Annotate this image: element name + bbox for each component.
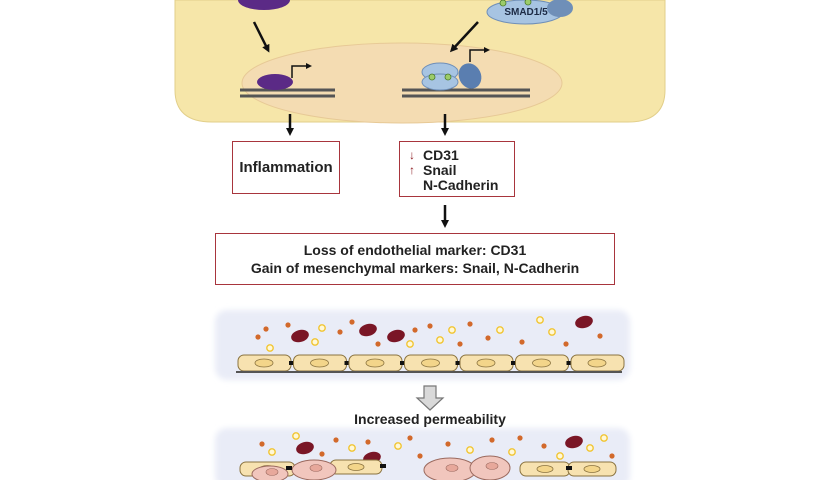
tight-junction: [566, 466, 572, 470]
up-arrow-icon: ↑: [409, 163, 415, 177]
cytokine-particle: [365, 439, 371, 445]
cell-nucleus: [485, 462, 499, 470]
plasma-protein-particle: [292, 432, 300, 440]
plasma-protein-particle: [556, 452, 564, 460]
red-blood-cell: [291, 329, 309, 343]
red-blood-cell: [565, 435, 583, 449]
cell-nucleus: [310, 358, 329, 368]
tight-junction: [380, 464, 386, 468]
cytokine-particle: [337, 329, 343, 335]
cytokine-particle: [319, 451, 325, 457]
smad-complex-icon: [486, 0, 573, 25]
plasma-protein-particle: [318, 324, 326, 332]
red-blood-cell: [387, 329, 405, 343]
marker-snail: Snail: [423, 162, 457, 178]
plasma-protein-particle: [436, 336, 444, 344]
cytokine-particle: [445, 441, 451, 447]
cytokine-particle: [417, 453, 423, 459]
cell-nucleus: [421, 358, 440, 368]
plasma-protein-particle: [508, 448, 516, 456]
cell-nucleus: [254, 358, 274, 368]
cell-nucleus: [532, 358, 551, 368]
tight-junction: [511, 361, 517, 365]
plasma-protein-particle: [311, 338, 319, 346]
cytokine-particle: [519, 339, 525, 345]
tight-junction: [400, 361, 406, 365]
plasma-protein-particle: [586, 444, 594, 452]
tight-junction: [566, 361, 573, 365]
cytokine-particle: [263, 326, 269, 332]
plasma-protein-particle: [394, 442, 402, 450]
cell-nucleus: [365, 358, 385, 368]
cell-nucleus: [476, 358, 496, 368]
plasma-protein-particle: [548, 328, 556, 336]
cell-nucleus: [445, 464, 459, 472]
cytokine-particle: [609, 453, 615, 459]
marker-cd31: CD31: [423, 147, 459, 163]
tight-junction: [289, 361, 295, 365]
plasma-protein-particle: [536, 316, 544, 324]
marker-ncadherin: N-Cadherin: [423, 177, 499, 193]
nfkb-cytoplasm-icon: [238, 0, 290, 10]
emt-gain-line: Gain of mesenchymal markers: Snail, N-Ca…: [250, 260, 580, 276]
cytokine-particle: [427, 323, 433, 329]
cytokine-particle: [407, 435, 413, 441]
cytokine-particle: [349, 319, 355, 325]
plasma-protein-particle: [448, 326, 456, 334]
down-arrow-icon: ↓: [409, 148, 415, 162]
cytokine-particle: [255, 334, 261, 340]
emt-loss-line: Loss of endothelial marker: CD31: [303, 242, 527, 258]
cytokine-particle: [457, 341, 463, 347]
marker-change-box: ↓ CD31 ↑ Snail N-Cadherin: [399, 141, 515, 197]
cell-nucleus: [265, 468, 279, 476]
smad-label: SMAD1/5: [504, 7, 548, 18]
cell-nucleus: [583, 465, 601, 473]
cell-nucleus: [309, 464, 323, 472]
cytokine-particle: [333, 437, 339, 443]
cytokine-particle: [259, 441, 265, 447]
plasma-protein-particle: [496, 326, 504, 334]
plasma-protein-particle: [466, 446, 474, 454]
vessel-intact: [215, 310, 630, 380]
tight-junction: [344, 361, 351, 365]
cytokine-particle: [285, 322, 291, 328]
cytokine-particle: [485, 335, 491, 341]
inflammation-label: Inflammation: [239, 159, 333, 176]
cell-nucleus: [587, 358, 607, 368]
arrow-nfkb-to-nucleus: [252, 21, 270, 53]
cell-nucleus: [347, 463, 365, 471]
cell-nucleus: [536, 465, 554, 473]
plasma-protein-particle: [266, 344, 274, 352]
cytokine-particle: [597, 333, 603, 339]
tight-junction: [455, 361, 462, 365]
cytokine-particle: [412, 327, 418, 333]
transition-arrow-icon: [415, 385, 445, 411]
cytokine-particle: [489, 437, 495, 443]
plasma-protein-particle: [268, 448, 276, 456]
vessel-leaky: [215, 428, 630, 480]
cytokine-particle: [467, 321, 473, 327]
dna-strand-right: [402, 47, 530, 98]
dna-strand-left: [240, 63, 335, 98]
cytokine-particle: [541, 443, 547, 449]
arrow-smad-to-nucleus: [449, 21, 479, 53]
emt-summary-box: Loss of endothelial marker: CD31 Gain of…: [215, 233, 615, 285]
red-blood-cell: [575, 315, 593, 329]
red-blood-cell: [359, 323, 377, 337]
plasma-protein-particle: [348, 444, 356, 452]
plasma-protein-particle: [600, 434, 608, 442]
inflammation-box: Inflammation: [232, 141, 340, 194]
plasma-protein-particle: [406, 340, 414, 348]
cytokine-particle: [517, 435, 523, 441]
tight-junction: [286, 466, 292, 470]
nucleus: [241, 42, 563, 124]
permeability-label: Increased permeability: [354, 411, 506, 427]
cytokine-particle: [563, 341, 569, 347]
red-blood-cell: [296, 441, 314, 455]
cytokine-particle: [375, 341, 381, 347]
